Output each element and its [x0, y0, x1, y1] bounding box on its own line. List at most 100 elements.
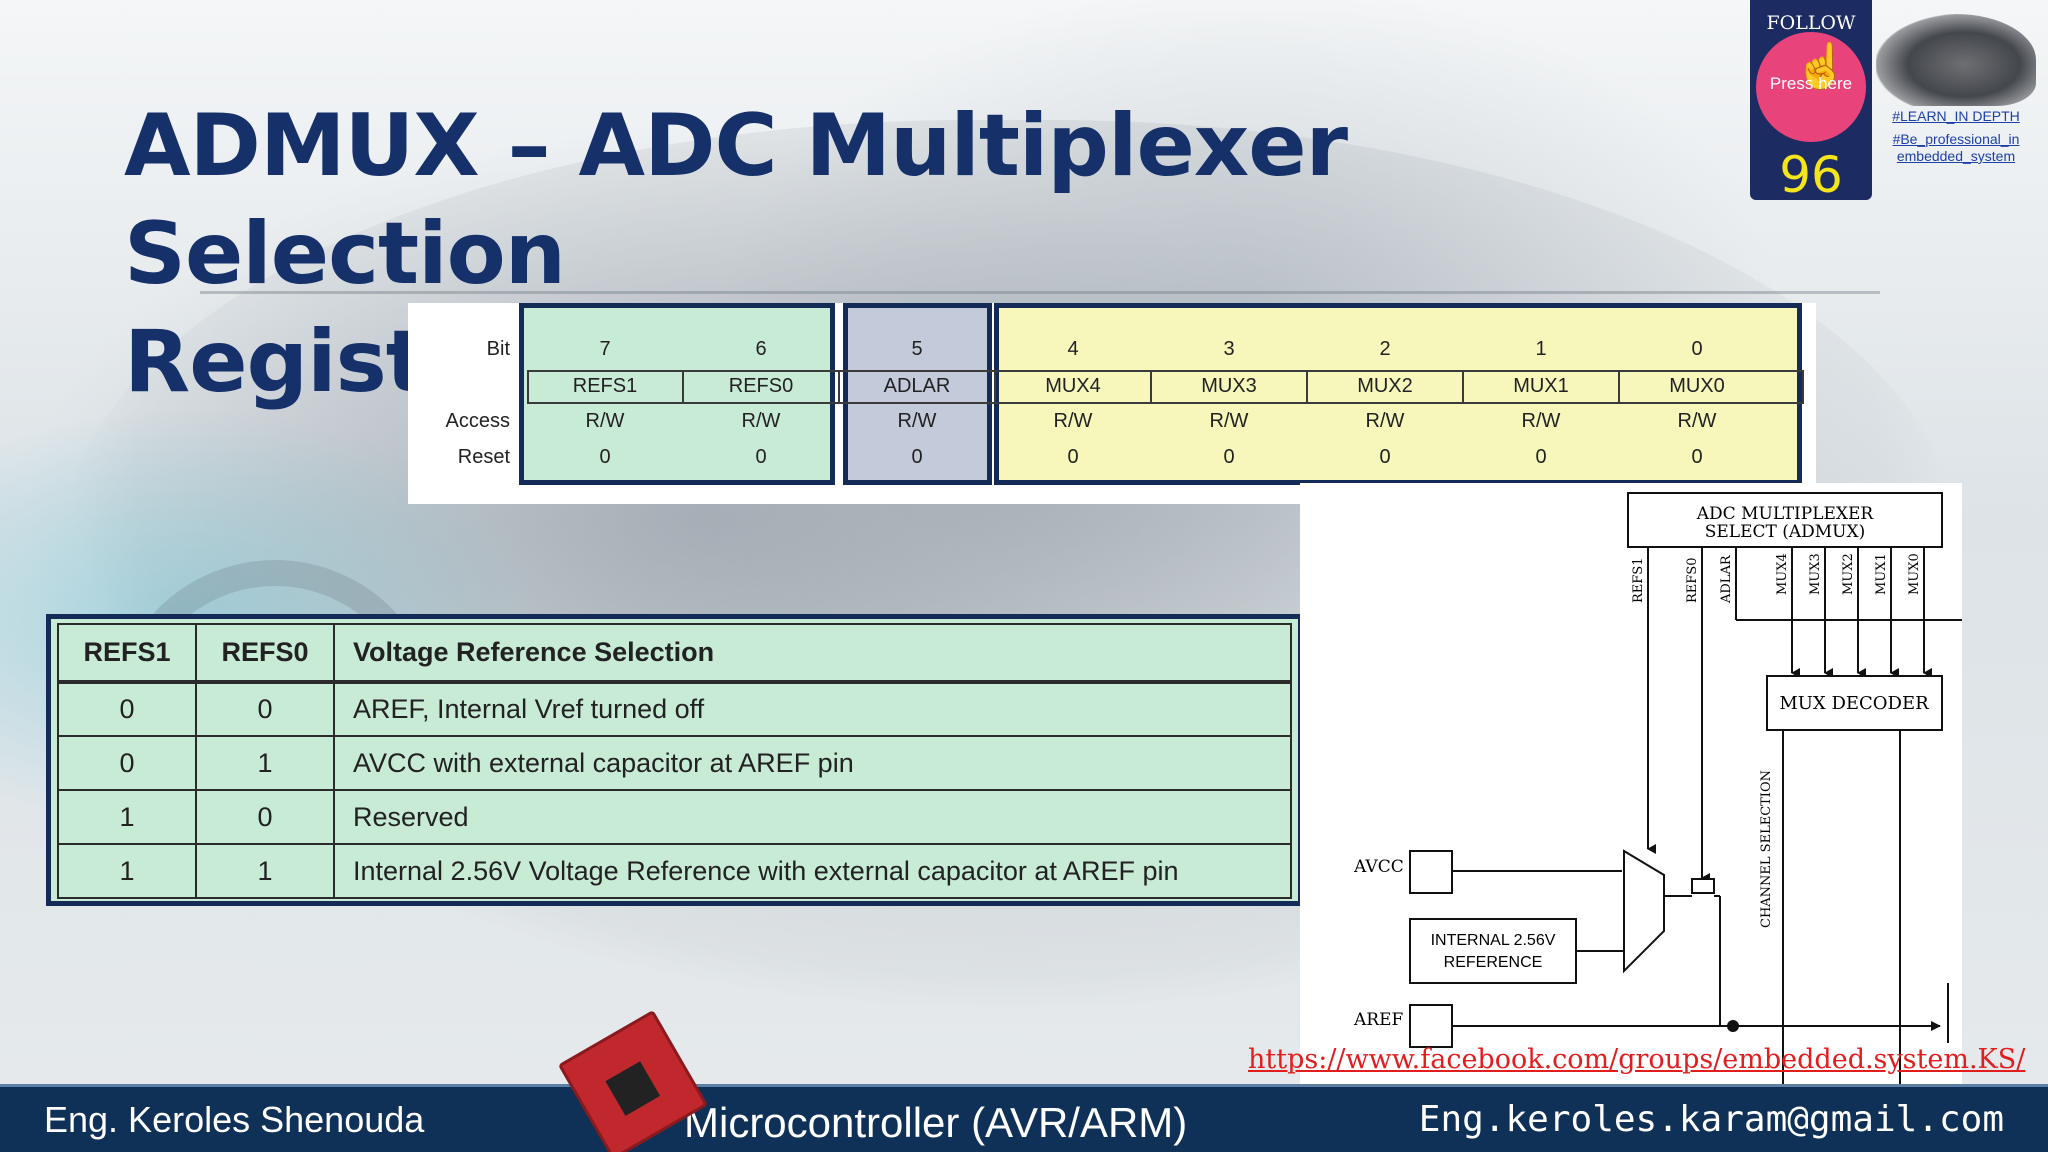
channel-selection-label: CHANNEL SELECTION: [1759, 770, 1774, 928]
hashtags[interactable]: #LEARN_IN DEPTH #Be_professional_in embe…: [1868, 108, 2044, 165]
table-header-row: REFS1 REFS0 Voltage Reference Selection: [57, 623, 1292, 684]
cell-refs0: 0: [195, 681, 335, 737]
header-selection: Voltage Reference Selection: [333, 623, 1292, 684]
car-thumbnail: [1876, 14, 2036, 106]
signal-label: MUX0: [1907, 553, 1922, 595]
table-row: 1 0 Reserved: [57, 789, 1292, 845]
cell-selection: Internal 2.56V Voltage Reference with ex…: [333, 843, 1292, 899]
signal-label: MUX2: [1841, 553, 1856, 595]
bit-reset: 0: [755, 446, 767, 468]
bit-name: ADLAR: [883, 375, 951, 397]
admux-box-line2: SELECT (ADMUX): [1705, 522, 1866, 542]
follow-us-badge[interactable]: FOLLOW US ☝ Press here 96: [1750, 0, 1872, 200]
bit-divider: [1306, 370, 1308, 404]
table-row: 1 1 Internal 2.56V Voltage Reference wit…: [57, 843, 1292, 899]
bit-access: R/W: [1677, 410, 1717, 432]
bit-access: R/W: [1053, 410, 1093, 432]
bit-name: MUX2: [1357, 375, 1413, 397]
bit-name: REFS1: [572, 375, 638, 397]
bit-access: R/W: [1521, 410, 1561, 432]
refs-highlight: [519, 303, 835, 485]
bit-reset: 0: [1691, 446, 1703, 468]
bit-number: 6: [755, 338, 767, 360]
row-label-reset: Reset: [457, 446, 510, 468]
bit-divider: [1462, 370, 1464, 404]
cell-refs0: 1: [195, 735, 335, 791]
hashtag-learn[interactable]: #LEARN_IN DEPTH: [1892, 108, 2020, 124]
footer-course: Microcontroller (AVR/ARM): [684, 1099, 1188, 1146]
title-divider: [200, 291, 1880, 294]
hashtag-professional[interactable]: #Be_professional_in embedded_system: [1892, 131, 2020, 164]
bit-name: MUX0: [1669, 375, 1725, 397]
signal-label: REFS0: [1685, 558, 1700, 603]
bit-number: 1: [1535, 338, 1547, 360]
press-circle: [1756, 32, 1866, 142]
header-refs0: REFS0: [195, 623, 335, 684]
bit-number: 4: [1067, 338, 1079, 360]
cell-selection: AREF, Internal Vref turned off: [333, 681, 1292, 737]
internal-reference-line1: INTERNAL 2.56V: [1431, 932, 1556, 949]
header-refs1: REFS1: [57, 623, 197, 684]
adc-block-diagram: ADC MULTIPLEXER SELECT (ADMUX) REFS1 REF…: [1300, 483, 1962, 1087]
bit-reset: 0: [1535, 446, 1547, 468]
pointing-hand-icon: ☝: [1794, 42, 1849, 91]
signal-label: MUX1: [1874, 553, 1889, 595]
cell-refs1: 1: [57, 843, 197, 899]
cell-selection: Reserved: [333, 789, 1292, 845]
aref-pin: [1409, 1004, 1453, 1048]
footer-bar: Eng. Keroles Shenouda Microcontroller (A…: [0, 1084, 2048, 1152]
follow-count: 96: [1779, 146, 1843, 200]
bit-name: MUX3: [1201, 375, 1257, 397]
table-row: 0 0 AREF, Internal Vref turned off: [57, 681, 1292, 737]
bit-number: 3: [1223, 338, 1235, 360]
reference-mux: [1623, 849, 1665, 974]
bit-reset: 0: [599, 446, 611, 468]
voltage-reference-table: REFS1 REFS0 Voltage Reference Selection …: [46, 614, 1303, 906]
title-line-1: ADMUX – ADC Multiplexer Selection: [124, 96, 1348, 304]
cell-selection: AVCC with external capacitor at AREF pin: [333, 735, 1292, 791]
signal-label: REFS1: [1631, 558, 1646, 603]
signal-label: MUX3: [1808, 553, 1823, 595]
cell-refs1: 0: [57, 735, 197, 791]
press-here-label: Press here: [1769, 74, 1853, 93]
reference-switch: [1691, 878, 1715, 894]
bit-access: R/W: [741, 410, 781, 432]
bit-names-row: [527, 370, 1804, 404]
mux-highlight: [994, 303, 1802, 485]
bit-divider: [1150, 370, 1152, 404]
table-row: 0 1 AVCC with external capacitor at AREF…: [57, 735, 1292, 791]
board-chip: [605, 1061, 661, 1116]
mux-decoder-label: MUX DECODER: [1779, 693, 1929, 714]
admux-box-line1: ADC MULTIPLEXER: [1696, 504, 1875, 524]
bit-divider: [1618, 370, 1620, 404]
bit-number: 5: [911, 338, 923, 360]
aref-label: AREF: [1353, 1010, 1403, 1030]
internal-reference-line2: REFERENCE: [1444, 954, 1543, 971]
avcc-pin: [1409, 850, 1453, 894]
diagram-svg: ADC MULTIPLEXER SELECT (ADMUX) REFS1 REF…: [1353, 492, 1962, 1087]
bit-name: MUX4: [1045, 375, 1101, 397]
bit-reset: 0: [1223, 446, 1235, 468]
bit-access: R/W: [897, 410, 937, 432]
bit-number: 2: [1379, 338, 1391, 360]
bit-divider: [994, 370, 996, 404]
bit-reset: 0: [1379, 446, 1391, 468]
mux-decoder-box: [1766, 675, 1943, 731]
bit-access: R/W: [585, 410, 625, 432]
bit-name: REFS0: [728, 375, 794, 397]
cell-refs1: 0: [57, 681, 197, 737]
avcc-label: AVCC: [1353, 857, 1404, 877]
facebook-group-link[interactable]: https://www.facebook.com/groups/embedded…: [1248, 1044, 2026, 1075]
bit-reset: 0: [911, 446, 923, 468]
footer-email: Eng.keroles.karam@gmail.com: [1418, 1099, 2004, 1140]
bit-access: R/W: [1365, 410, 1405, 432]
admux-register-table: Bit Access Reset 7 REFS1 R/W 0 6 REFS0 R…: [408, 303, 1816, 504]
bit-reset: 0: [1067, 446, 1079, 468]
row-label-access: Access: [445, 410, 510, 432]
bit-number: 0: [1691, 338, 1703, 360]
bit-number: 7: [599, 338, 611, 360]
internal-reference-box: [1409, 918, 1577, 984]
footer-author: Eng. Keroles Shenouda: [44, 1099, 425, 1140]
cell-refs1: 1: [57, 789, 197, 845]
cell-refs0: 1: [195, 843, 335, 899]
